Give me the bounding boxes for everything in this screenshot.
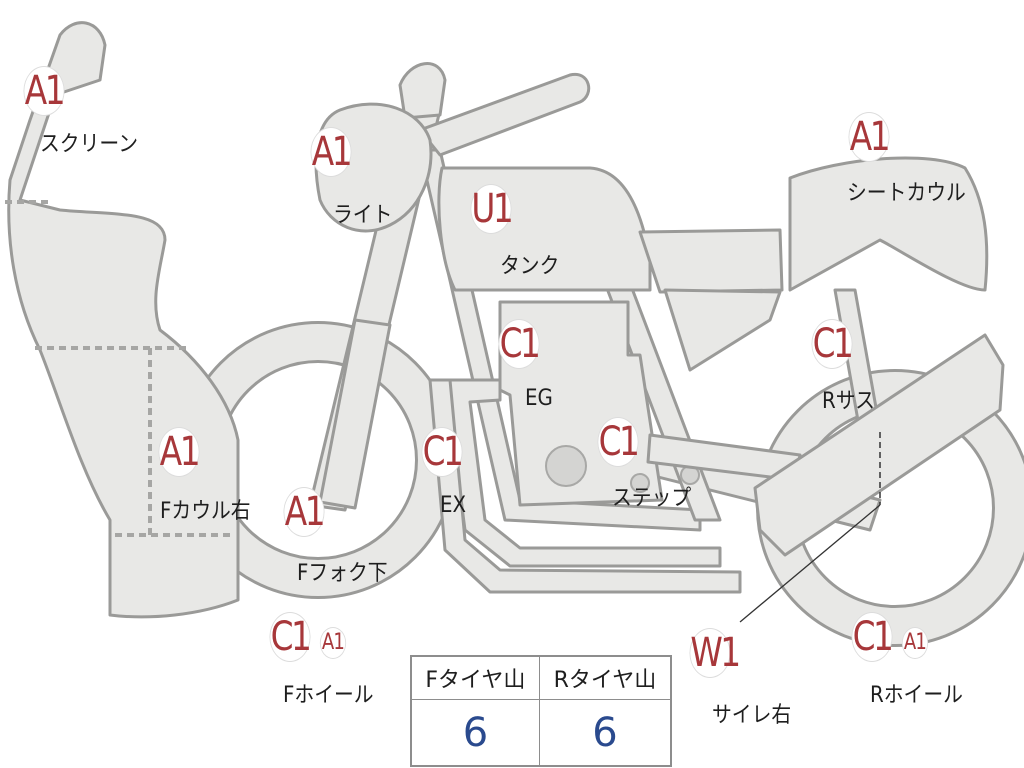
label-front-wheel: Fホイール	[283, 683, 374, 708]
silencer	[753, 333, 1005, 557]
label-rear-wheel: Rホイール	[870, 683, 963, 708]
header-rear-tread: Rタイヤ山	[538, 655, 672, 700]
grade-badge-silencer-right: W1	[690, 629, 741, 677]
header-front-tread: Fタイヤ山	[410, 655, 540, 700]
grade-badge-engine: C1	[499, 320, 541, 368]
grade-badge-front-cowl-right: A1	[159, 428, 201, 476]
grade-badge-seat-cowl: A1	[849, 113, 891, 161]
label-front-fork-lower: Fフォク下	[297, 561, 388, 586]
label-seat-cowl: シートカウル	[847, 181, 966, 206]
label-exhaust: EX	[440, 493, 467, 518]
grade-badge-tank: U1	[471, 185, 514, 233]
grade-badge-headlight: A1	[311, 128, 353, 176]
value-rear-tread: 6	[538, 699, 672, 767]
grade-badge-step: C1	[598, 418, 640, 466]
label-headlight: ライト	[333, 203, 393, 228]
label-screen: スクリーン	[40, 132, 139, 157]
grade-badge-rear-wheel-secondary: A1	[902, 628, 928, 658]
value-front-tread: 6	[410, 699, 540, 767]
grade-badge-rear-wheel: C1	[852, 613, 894, 661]
grade-badge-screen: A1	[24, 67, 66, 115]
grade-badge-front-fork-lower: A1	[284, 488, 326, 536]
label-engine: EG	[525, 386, 553, 411]
label-front-cowl-right: Fカウル右	[160, 499, 251, 524]
label-tank: タンク	[500, 254, 560, 279]
grade-badge-rear-shock: C1	[812, 320, 854, 368]
label-rear-shock: Rサス	[822, 389, 875, 414]
grade-badge-front-wheel-secondary: A1	[320, 628, 346, 658]
label-silencer-right: サイレ右	[712, 703, 792, 728]
grade-badge-front-wheel: C1	[270, 613, 312, 661]
handlebar	[418, 72, 591, 157]
tire-tread-table: Fタイヤ山 Rタイヤ山 6 6	[410, 655, 672, 767]
grade-badge-exhaust: C1	[422, 428, 464, 476]
label-step: ステップ	[612, 486, 692, 511]
